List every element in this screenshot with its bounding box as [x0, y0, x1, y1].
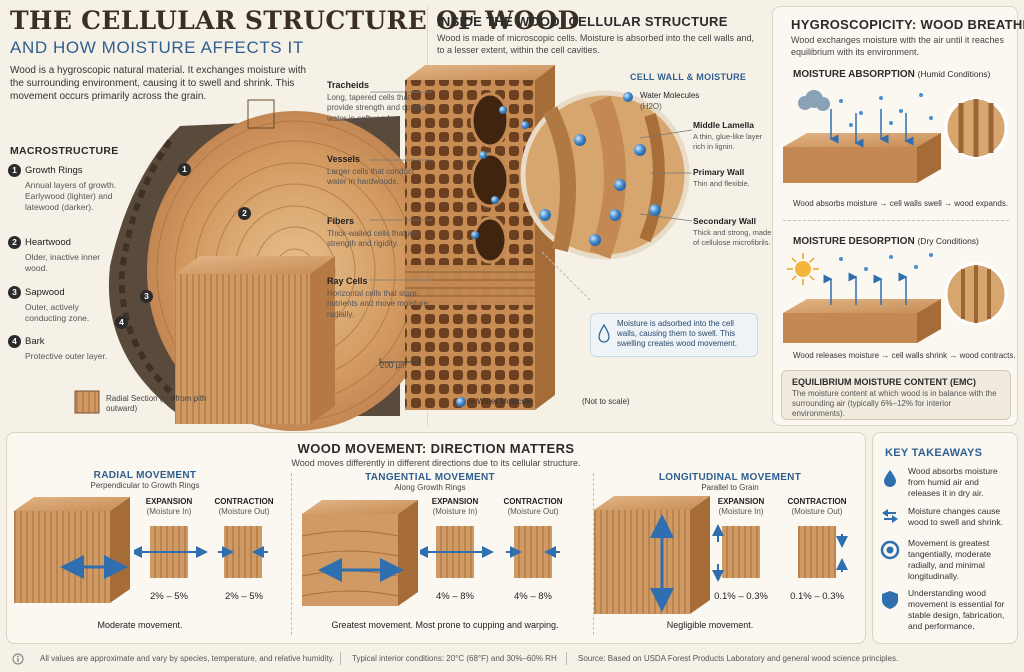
wall-label-leaders: [640, 129, 693, 222]
target-icon: [880, 540, 900, 560]
absorption-illustration: [783, 90, 1008, 183]
log-marker-1: 1: [178, 163, 191, 176]
cell-label-leaders: [370, 91, 432, 281]
takeaways-title: KEY TAKEAWAYS: [885, 447, 983, 459]
water-molecules-label: Water Molecules: [640, 91, 700, 100]
longitudinal-cube: [594, 496, 710, 614]
info-icon: [12, 653, 24, 665]
longitudinal-contraction-value: 0.1% – 0.3%: [790, 591, 844, 602]
radial-expansion-value: 2% – 5%: [149, 591, 189, 602]
hygro-subtitle: Wood exchanges moisture with the air unt…: [791, 35, 1004, 57]
intro-text: Wood is a hygroscopic natural material. …: [10, 65, 307, 102]
cell-wall-title: CELL WALL & MOISTURE: [630, 72, 747, 82]
tangential-title: TANGENTIAL MOVEMENT: [365, 472, 495, 483]
moisture-note-box: Moisture is adsorbed into the cell walls…: [590, 313, 758, 357]
drop-icon: [598, 324, 610, 343]
drop-icon: [884, 470, 896, 487]
movement-subtitle: Wood moves differently in different dire…: [291, 458, 581, 468]
legend-water-text: = Water Molecule: [470, 397, 533, 406]
hygroscopicity-panel: HYGROSCOPICITY: WOOD BREATHES Wood excha…: [772, 6, 1024, 426]
takeaway-3: Movement is greatest tangentially, moder…: [908, 538, 992, 581]
scale-bar-label: 200 µm: [380, 361, 407, 370]
radial-contraction-value: 2% – 5%: [224, 591, 264, 602]
arrows-horizontal-icon: [882, 509, 898, 523]
footer-note-3: Source: Based on USDA Forest Products La…: [578, 654, 899, 663]
radial-sub: Perpendicular to Growth Rings: [90, 481, 200, 490]
absorption-heading: MOISTURE ABSORPTION (Humid Conditions): [793, 69, 991, 80]
longitudinal-expansion-value: 0.1% – 0.3%: [714, 591, 768, 602]
tangential-sub: Along Growth Rings: [394, 483, 466, 492]
tangential-sample-icons: [420, 526, 560, 578]
longitudinal-title: LONGITUDINAL MOVEMENT: [658, 472, 802, 483]
water-molecule-icon: [623, 92, 633, 102]
radial-sample-icons: [134, 526, 268, 578]
radial-note: Moderate movement.: [97, 620, 183, 630]
radial-section-block: [175, 274, 310, 424]
takeaway-1: Wood absorbs moisture from humid air and…: [908, 466, 998, 498]
tangential-contraction-value: 4% – 8%: [513, 591, 553, 602]
radial-section-icon: [74, 390, 100, 414]
macrostructure-heading: MACROSTRUCTURE: [10, 145, 119, 157]
cell-block-illustration: [405, 65, 555, 410]
cell-wall-magnified: [520, 90, 690, 260]
radial-title: RADIAL MOVEMENT: [93, 470, 197, 481]
key-takeaways-panel: KEY TAKEAWAYS: [872, 432, 1018, 644]
tangential-expansion-head: EXPANSION(Moisture In): [431, 497, 479, 516]
radial-section-label: Radial Section (cut from pith outward): [106, 394, 207, 413]
radial-contraction-head: CONTRACTION(Moisture Out): [214, 497, 274, 516]
log-cross-section-illustration: [108, 99, 430, 431]
scale-bar: [379, 358, 421, 366]
desorption-caption: Wood releases moisture → cell walls shri…: [793, 351, 1016, 360]
log-marker-2: 2: [238, 207, 251, 220]
water-formula: (H2O): [640, 102, 662, 111]
legend-water-icon: [456, 397, 466, 407]
takeaway-4: Understanding wood movement is essential…: [908, 588, 1005, 631]
absorption-caption: Wood absorbs moisture → cell walls swell…: [793, 199, 1009, 208]
tangential-expansion-value: 4% – 8%: [435, 591, 475, 602]
log-marker-4: 4: [115, 316, 128, 329]
cell-water-molecules: [471, 106, 529, 239]
desorption-illustration: [783, 253, 1008, 343]
zoom-leader: [541, 251, 591, 301]
cellular-subtitle: Wood is made of microscopic cells. Moist…: [437, 33, 754, 55]
page-title: THE CELLULAR STRUCTURE OF WOOD: [10, 6, 580, 35]
page-subtitle: AND HOW MOISTURE AFFECTS IT: [10, 38, 304, 57]
radial-expansion-head: EXPANSION(Moisture In): [145, 497, 193, 516]
longitudinal-sample-icons: [712, 524, 848, 582]
desorption-heading: MOISTURE DESORPTION (Dry Conditions): [793, 236, 979, 247]
longitudinal-expansion-head: EXPANSION(Moisture In): [717, 497, 765, 516]
log-marker-3: 3: [140, 290, 153, 303]
tangential-contraction-head: CONTRACTION(Moisture Out): [503, 497, 563, 516]
footer-note-2: Typical interior conditions: 20°C (68°F)…: [352, 654, 557, 663]
not-to-scale-note: (Not to scale): [582, 397, 630, 406]
footer-note-1: All values are approximate and vary by s…: [40, 654, 335, 663]
emc-box: EQUILIBRIUM MOISTURE CONTENT (EMC) The m…: [781, 370, 1011, 420]
shield-icon: [882, 591, 898, 609]
tangential-note: Greatest movement. Most prone to cupping…: [331, 620, 559, 630]
tangential-cube: [301, 500, 418, 606]
cellular-title: INSIDE THE WOOD: CELLULAR STRUCTURE: [437, 14, 728, 29]
longitudinal-note: Negligible movement.: [666, 620, 754, 630]
hygro-title: HYGROSCOPICITY: WOOD BREATHES: [791, 17, 1024, 32]
radial-cube: [14, 497, 130, 603]
longitudinal-contraction-head: CONTRACTION(Moisture Out): [787, 497, 847, 516]
takeaway-2: Moisture changes cause wood to swell and…: [908, 506, 1003, 527]
longitudinal-sub: Parallel to Grain: [701, 483, 759, 492]
movement-title: WOOD MOVEMENT: DIRECTION MATTERS: [297, 441, 575, 456]
